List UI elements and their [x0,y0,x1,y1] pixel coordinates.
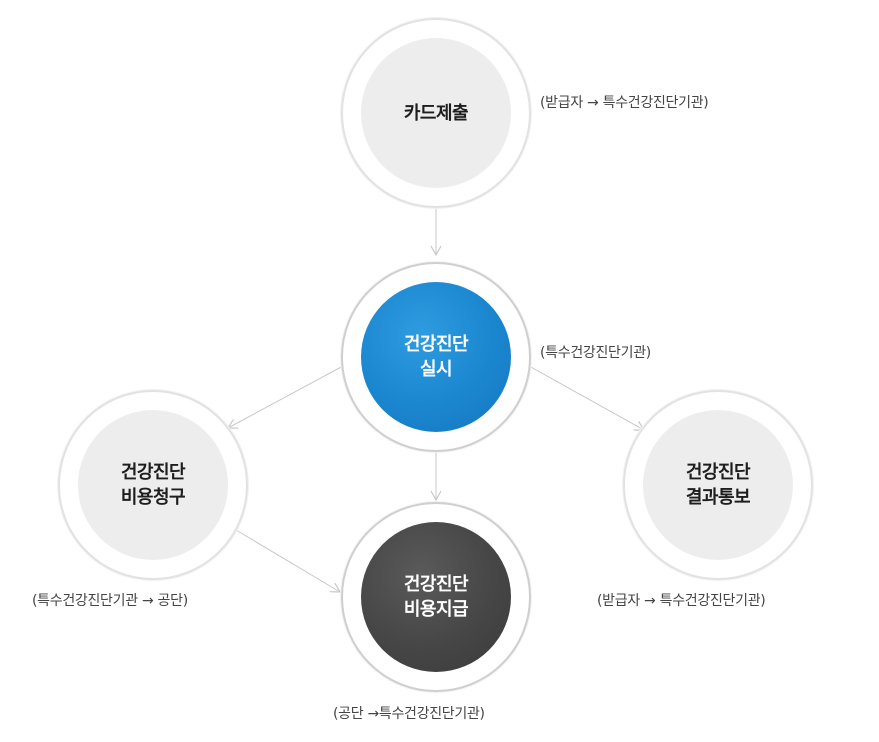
note-cost-claim: (특수건강진단기관 → 공단) [32,593,188,609]
node-cost-claim-circle: 건강진단 비용청구 [78,410,228,560]
node-cost-payment: 건강진단 비용지급 [341,502,531,692]
note-result-notice: (받급자 → 특수건강진단기관) [597,593,766,609]
node-exam-conduct: 건강진단 실시 [341,262,531,452]
node-cost-payment-circle: 건강진단 비용지급 [361,522,511,672]
node-exam-conduct-circle: 건강진단 실시 [361,282,511,432]
node-result-notice-label-1: 건강진단 [685,462,751,483]
node-card-submit-circle: 카드제출 [361,38,511,188]
arrow-exam-to-claim [226,365,344,429]
arrow-claim-to-payment [235,529,342,593]
node-exam-conduct-label-2: 실시 [419,359,453,380]
node-card-submit: 카드제출 [341,18,531,208]
node-cost-claim-label-1: 건강진단 [120,462,186,483]
node-cost-claim-label-2: 비용청구 [120,487,186,508]
node-card-submit-label: 카드제출 [403,102,469,124]
node-cost-payment-label-1: 건강진단 [403,574,469,595]
node-cost-payment-label-2: 비용지급 [403,599,469,620]
note-cost-payment: (공단 →특수건강진단기관) [333,706,485,722]
arrow-exam-to-result [528,365,646,431]
note-exam-conduct: (특수건강진단기관) [540,345,651,361]
node-cost-claim: 건강진단 비용청구 [58,390,248,580]
note-card-submit: (받급자 → 특수건강진단기관) [540,95,709,111]
node-result-notice-label-2: 결과통보 [685,487,751,508]
node-result-notice: 건강진단 결과통보 [623,390,813,580]
node-exam-conduct-label-1: 건강진단 [403,334,469,355]
node-result-notice-circle: 건강진단 결과통보 [643,410,793,560]
